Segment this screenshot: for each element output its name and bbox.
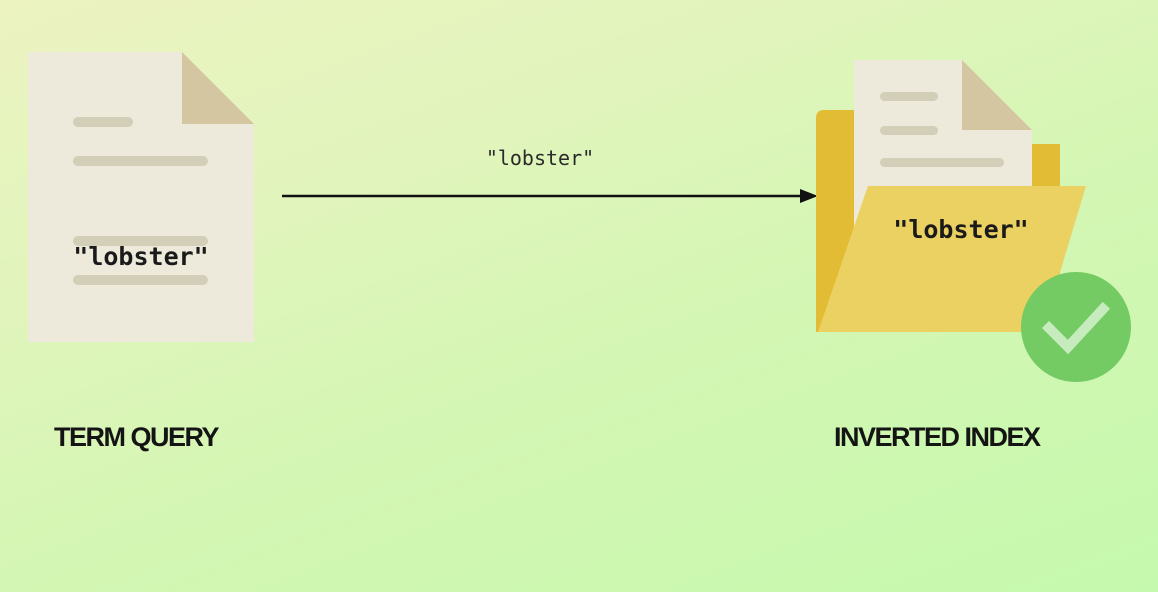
check-icon: [1021, 272, 1131, 382]
query-term: "lobster": [73, 242, 209, 271]
query-arrow: [280, 186, 820, 206]
index-term: "lobster": [893, 215, 1029, 244]
query-document: "lobster": [28, 52, 254, 342]
arrow-right-icon: [282, 189, 818, 203]
inverted-index-folder: [814, 56, 1134, 386]
term-query-caption: TERM QUERY: [54, 422, 220, 452]
document-icon: [28, 52, 254, 342]
folder-icon: [816, 60, 1086, 332]
arrow-label: "lobster": [485, 146, 595, 170]
inverted-index-caption: INVERTED INDEX: [834, 422, 1041, 452]
